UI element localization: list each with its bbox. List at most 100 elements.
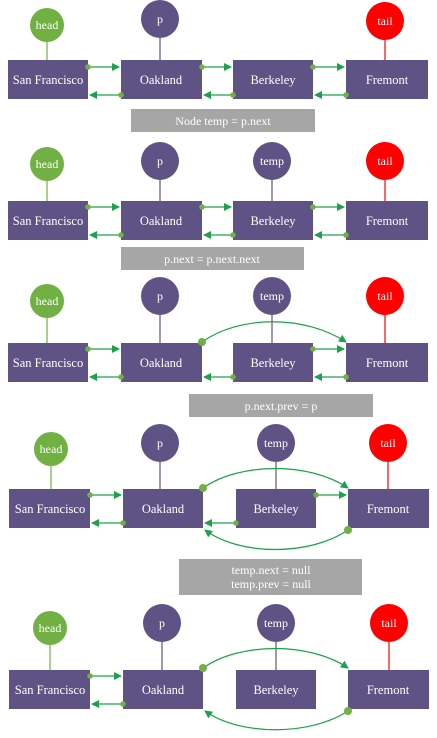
node-oakland xyxy=(123,670,203,709)
node-san-francisco xyxy=(9,670,90,709)
head-label: head xyxy=(36,157,59,171)
node-label: Oakland xyxy=(142,502,185,516)
p-label: p xyxy=(157,436,163,450)
bypass-next-arc xyxy=(201,321,347,343)
tail-circle xyxy=(366,142,404,180)
next-prev-links xyxy=(90,648,349,731)
link-dots xyxy=(85,64,349,98)
node-oakland xyxy=(121,343,202,382)
node-label: Oakland xyxy=(142,683,185,697)
stage-1: head p tail San Francisco Oakland Berkel… xyxy=(8,0,428,132)
link-dots xyxy=(85,338,349,380)
node-label: Fremont xyxy=(366,356,409,370)
stage-2: head p temp tail San Francisco Oakland B… xyxy=(8,142,428,270)
operation-text: temp.next = null xyxy=(231,563,311,577)
operation-text: temp.prev = null xyxy=(231,577,311,591)
node-label: Oakland xyxy=(140,214,183,228)
node-berkeley xyxy=(233,60,313,99)
p-label: p xyxy=(157,289,163,303)
tail-label: tail xyxy=(381,616,397,630)
stage-5: head p temp tail San Francisco Oakland B… xyxy=(9,604,429,731)
operation-box xyxy=(179,559,362,595)
operation-text: p.next.prev = p xyxy=(245,399,318,413)
tail-circle xyxy=(370,604,408,642)
node-fremont xyxy=(346,60,428,99)
node-fremont xyxy=(346,343,428,382)
operation-text: p.next = p.next.next xyxy=(164,252,260,266)
node-label: San Francisco xyxy=(13,356,83,370)
temp-label: temp xyxy=(260,289,284,303)
p-label: p xyxy=(159,616,165,630)
operation-box xyxy=(131,109,315,132)
temp-label: temp xyxy=(264,436,288,450)
tail-circle xyxy=(366,2,404,40)
head-circle xyxy=(30,147,64,181)
node-fremont xyxy=(348,670,429,709)
stage-4: head p temp tail San Francisco Oakland B… xyxy=(9,424,429,595)
link-dots xyxy=(85,204,349,238)
head-label: head xyxy=(36,294,59,308)
node-berkeley xyxy=(233,343,313,382)
next-prev-links xyxy=(88,321,347,381)
tail-label: tail xyxy=(380,436,396,450)
p-label: p xyxy=(157,154,163,168)
p-circle xyxy=(141,424,179,462)
tail-label: tail xyxy=(377,154,393,168)
node-san-francisco xyxy=(8,343,88,382)
node-label: Berkeley xyxy=(250,73,296,87)
node-berkeley xyxy=(233,201,313,240)
node-san-francisco xyxy=(8,60,88,99)
bypass-prev-arc xyxy=(204,529,349,550)
bypass-next-arc xyxy=(202,648,349,669)
node-label: Oakland xyxy=(140,73,183,87)
node-oakland xyxy=(121,60,202,99)
temp-circle xyxy=(253,142,291,180)
operation-box xyxy=(121,247,304,270)
node-label: San Francisco xyxy=(15,502,85,516)
node-label: Berkeley xyxy=(253,683,299,697)
head-label: head xyxy=(36,18,59,32)
next-prev-links xyxy=(90,468,349,550)
node-san-francisco xyxy=(9,489,90,528)
head-label: head xyxy=(39,621,62,635)
next-prev-links xyxy=(88,63,346,99)
next-prev-links xyxy=(88,203,346,239)
node-label: Berkeley xyxy=(250,214,296,228)
head-circle xyxy=(34,432,68,466)
node-san-francisco xyxy=(8,201,88,240)
node-label: Berkeley xyxy=(253,502,299,516)
p-circle xyxy=(141,0,179,38)
node-label: San Francisco xyxy=(13,214,83,228)
p-circle xyxy=(141,277,179,315)
temp-circle xyxy=(257,424,295,462)
node-label: San Francisco xyxy=(15,683,85,697)
bypass-next-arc xyxy=(202,468,349,489)
node-oakland xyxy=(121,201,202,240)
node-oakland xyxy=(123,489,203,528)
node-fremont xyxy=(346,201,428,240)
node-berkeley xyxy=(236,670,316,709)
node-berkeley xyxy=(236,489,316,528)
node-fremont xyxy=(348,489,429,528)
tail-circle xyxy=(369,424,407,462)
p-circle xyxy=(141,142,179,180)
tail-circle xyxy=(366,277,404,315)
head-circle xyxy=(30,284,64,318)
head-circle xyxy=(30,8,64,42)
node-label: Berkeley xyxy=(250,356,296,370)
bypass-prev-arc xyxy=(204,710,349,731)
node-label: Fremont xyxy=(367,683,410,697)
p-circle xyxy=(143,604,181,642)
link-dots xyxy=(87,664,352,715)
temp-label: temp xyxy=(260,154,284,168)
link-dots xyxy=(87,484,352,534)
temp-circle xyxy=(257,604,295,642)
tail-label: tail xyxy=(377,289,393,303)
temp-label: temp xyxy=(264,616,288,630)
operation-box xyxy=(189,394,373,417)
stage-3: head p temp tail San Francisco Oakland B… xyxy=(8,277,428,417)
operation-text: Node temp = p.next xyxy=(175,114,271,128)
temp-circle xyxy=(253,277,291,315)
